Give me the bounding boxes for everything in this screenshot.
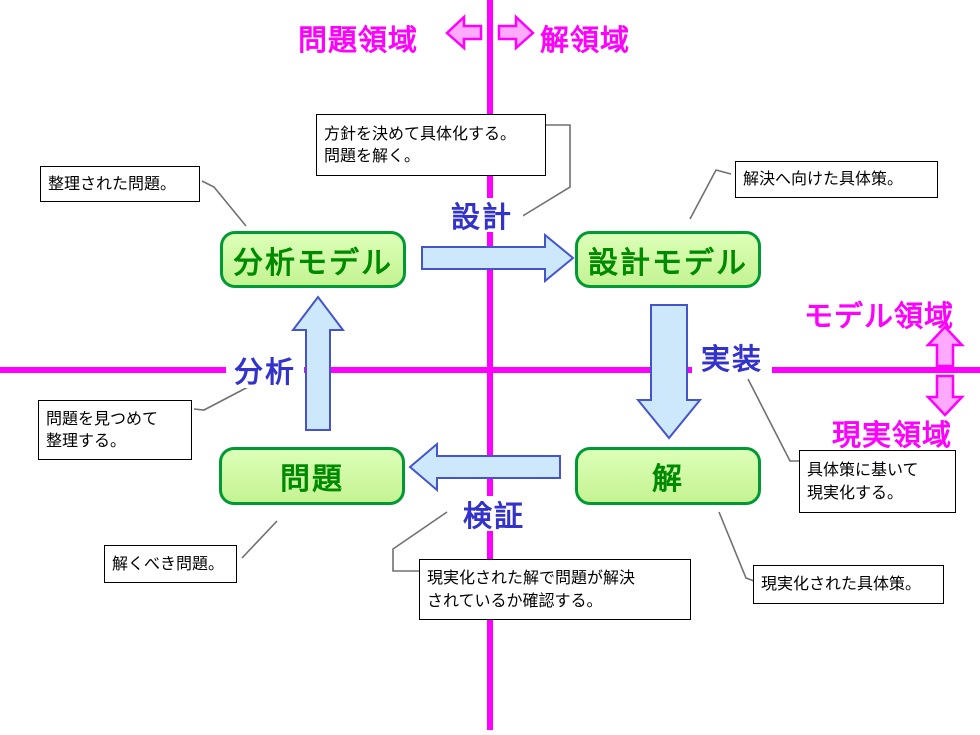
connector-organized-problem: [201, 180, 247, 227]
callout-examine-problem: 問題を見つめて 整理する。: [38, 400, 192, 460]
implementation-process-label: 実装: [692, 339, 772, 376]
solution-node: 解: [575, 447, 761, 505]
connector-concrete-measures: [689, 169, 732, 220]
design-arrow-icon: [421, 232, 575, 284]
verification-process-label: 検証: [452, 496, 536, 533]
callout-implementation-note: 具体策に基いて 現実化する。: [799, 450, 956, 513]
analysis-arrow-icon: [290, 295, 346, 431]
verification-arrow-icon: [408, 441, 561, 493]
connector-verification-note: [392, 511, 448, 572]
implementation-arrow-icon: [635, 304, 703, 440]
problem-node: 問題: [219, 447, 405, 505]
problem-domain-arrow-icon: [445, 14, 483, 51]
reality-domain-label: 現実領域: [832, 418, 953, 452]
model-domain-arrow-icon: [925, 325, 965, 368]
callout-organized-problem: 整理された問題。: [40, 166, 200, 202]
connector-problem-to-solve: [241, 520, 278, 559]
analysis-process-label: 分析: [226, 351, 304, 389]
solution-domain-arrow-icon: [497, 14, 535, 51]
callout-design-note: 方針を決めて具体化する。 問題を解く。: [316, 114, 546, 176]
callout-realized-measures: 現実化された具体策。: [753, 565, 944, 604]
analysis-model-node: 分析モデル: [220, 231, 406, 288]
model-domain-label: モデル領域: [804, 299, 955, 333]
design-model-node: 設計モデル: [575, 231, 761, 288]
callout-problem-to-solve: 解くべき問題。: [104, 545, 237, 583]
callout-concrete-measures: 解決へ向けた具体策。: [735, 161, 938, 198]
connector-design-note: [520, 124, 571, 218]
connector-realized-measures: [718, 511, 755, 582]
design-process-label: 設計: [441, 198, 523, 234]
reality-domain-arrow-icon: [925, 374, 965, 417]
connector-examine-problem: [193, 386, 249, 411]
callout-verification-note: 現実化された解で問題が解決 されているか確認する。: [419, 559, 691, 620]
solution-domain-label: 解領域: [540, 23, 631, 57]
problem-domain-label: 問題領域: [298, 23, 419, 57]
connector-implementation-note: [747, 378, 800, 462]
